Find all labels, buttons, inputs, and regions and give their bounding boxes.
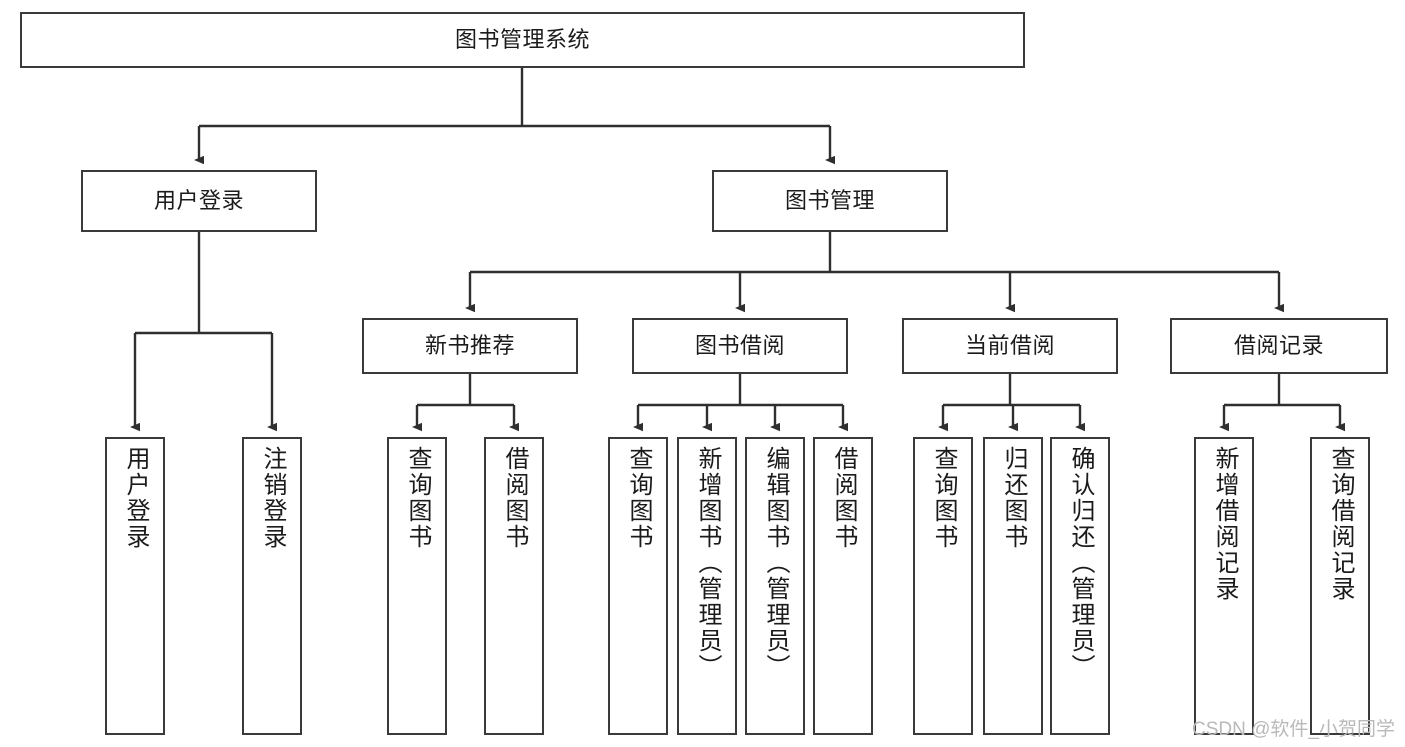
leaf-add-book-admin[interactable]: 新增图书（管理员） — [677, 437, 737, 735]
leaf-edit-book-admin[interactable]: 编辑图书（管理员） — [745, 437, 805, 735]
node-label: 借阅记录 — [1233, 332, 1324, 358]
leaf-query-book-current[interactable]: 查询图书 — [913, 437, 973, 735]
node-new-book-recommend[interactable]: 新书推荐 — [362, 318, 578, 374]
node-label: 查询图书 — [404, 446, 431, 550]
leaf-query-borrow-record[interactable]: 查询借阅记录 — [1310, 437, 1370, 735]
node-current-borrow[interactable]: 当前借阅 — [902, 318, 1118, 374]
node-label: 当前借阅 — [964, 332, 1055, 358]
node-root-system[interactable]: 图书管理系统 — [20, 12, 1025, 68]
node-label: 图书管理 — [784, 187, 875, 213]
leaf-query-book-borrow[interactable]: 查询图书 — [608, 437, 668, 735]
node-label: 新增借阅记录 — [1211, 446, 1238, 602]
node-label: 新增图书（管理员） — [694, 446, 721, 680]
node-label: 编辑图书（管理员） — [762, 446, 789, 680]
node-book-management[interactable]: 图书管理 — [712, 170, 948, 232]
csdn-watermark: CSDN @软件_小贺同学 — [1192, 719, 1395, 740]
node-label: 用户登录 — [122, 446, 149, 550]
node-label: 查询借阅记录 — [1327, 446, 1354, 602]
leaf-borrow-book-recommend[interactable]: 借阅图书 — [484, 437, 544, 735]
node-label: 图书借阅 — [694, 332, 785, 358]
node-label: 用户登录 — [153, 187, 244, 213]
leaf-query-book-recommend[interactable]: 查询图书 — [387, 437, 447, 735]
node-user-login[interactable]: 用户登录 — [81, 170, 317, 232]
leaf-logout[interactable]: 注销登录 — [242, 437, 302, 735]
node-label: 新书推荐 — [424, 332, 515, 358]
node-label: 图书管理系统 — [454, 26, 590, 52]
node-label: 注销登录 — [259, 446, 286, 550]
leaf-return-book[interactable]: 归还图书 — [983, 437, 1043, 735]
leaf-borrow-book[interactable]: 借阅图书 — [813, 437, 873, 735]
node-label: 借阅图书 — [830, 446, 857, 550]
node-label: 归还图书 — [1000, 446, 1027, 550]
leaf-user-login[interactable]: 用户登录 — [105, 437, 165, 735]
node-label: 借阅图书 — [501, 446, 528, 550]
leaf-add-borrow-record[interactable]: 新增借阅记录 — [1194, 437, 1254, 735]
node-label: 查询图书 — [625, 446, 652, 550]
node-book-borrow[interactable]: 图书借阅 — [632, 318, 848, 374]
leaf-confirm-return-admin[interactable]: 确认归还（管理员） — [1050, 437, 1110, 735]
node-label: 确认归还（管理员） — [1067, 446, 1094, 680]
node-label: 查询图书 — [930, 446, 957, 550]
node-borrow-records[interactable]: 借阅记录 — [1170, 318, 1388, 374]
